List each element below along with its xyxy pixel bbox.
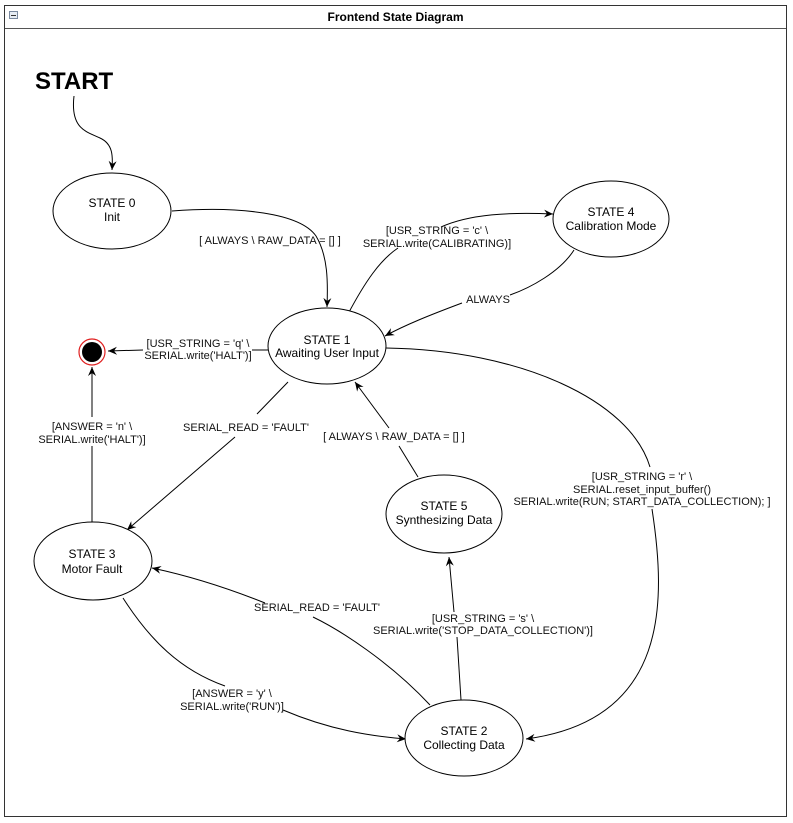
svg-text:[ ALWAYS \ RAW_DATA = [] ]: [ ALWAYS \ RAW_DATA = [] ]: [199, 235, 341, 247]
state-2-title: STATE 2: [441, 724, 488, 738]
edge-s3-to-s2: [122, 597, 406, 739]
start-label: START: [35, 68, 114, 95]
edge-label-s3-end: [ANSWER = 'n' \ SERIAL.write('HALT')]: [38, 421, 145, 446]
edge-s0-to-s1: [171, 209, 332, 308]
state-4-title: STATE 4: [588, 205, 635, 219]
edge-s2-to-s3: [152, 568, 431, 706]
state-3-name: Motor Fault: [62, 562, 123, 576]
svg-text:[USR_STRING = 'r' \: [USR_STRING = 'r' \: [592, 471, 693, 483]
svg-text:[ANSWER = 'n' \: [ANSWER = 'n' \: [52, 421, 133, 433]
svg-text:SERIAL.write(CALIBRATING)]: SERIAL.write(CALIBRATING)]: [363, 238, 511, 250]
state-3-title: STATE 3: [69, 547, 116, 561]
diagram-frame: Frontend State Diagram: [4, 5, 787, 817]
svg-text:SERIAL.write('STOP_DATA_COLLEC: SERIAL.write('STOP_DATA_COLLECTION')]: [373, 625, 593, 637]
state-0-title: STATE 0: [89, 196, 136, 210]
state-1[interactable]: STATE 1 Awaiting User Input: [267, 307, 387, 385]
final-state-dot: [82, 342, 102, 362]
state-1-name: Awaiting User Input: [275, 346, 380, 360]
edge-s1-to-s3: [127, 381, 289, 530]
svg-text:SERIAL_READ = 'FAULT': SERIAL_READ = 'FAULT': [183, 422, 309, 434]
edge-label-s4-s1: ALWAYS: [466, 294, 510, 306]
svg-text:[ ALWAYS \ RAW_DATA = [] ]: [ ALWAYS \ RAW_DATA = [] ]: [323, 431, 465, 443]
edge-label-s0-s1: [ ALWAYS \ RAW_DATA = [] ]: [199, 235, 341, 247]
svg-text:SERIAL_READ = 'FAULT': SERIAL_READ = 'FAULT': [254, 602, 380, 614]
edge-s1-to-end: [108, 350, 268, 351]
edge-label-s1-s2: [USR_STRING = 'r' \ SERIAL.reset_input_b…: [513, 471, 770, 508]
svg-text:[USR_STRING = 's' \: [USR_STRING = 's' \: [432, 613, 535, 625]
state-5-title: STATE 5: [421, 499, 468, 513]
diagram-titlebar: Frontend State Diagram: [5, 6, 786, 29]
minus-box-icon[interactable]: [9, 11, 18, 19]
edge-label-s1-end: [USR_STRING = 'q' \ SERIAL.write('HALT')…: [144, 338, 251, 362]
diagram-title: Frontend State Diagram: [327, 10, 464, 24]
edge-s2-to-s5: [449, 557, 462, 701]
state-4-name: Calibration Mode: [566, 219, 657, 233]
edge-label-s1-s4: [USR_STRING = 'c' \ SERIAL.write(CALIBRA…: [363, 225, 511, 250]
state-2-name: Collecting Data: [423, 738, 505, 752]
state-1-title: STATE 1: [304, 333, 351, 347]
edge-label-s3-s2: [ANSWER = 'y' \ SERIAL.write('RUN')]: [180, 688, 284, 713]
svg-text:SERIAL.reset_input_buffer(): SERIAL.reset_input_buffer(): [573, 484, 711, 496]
edge-label-s2-s3: SERIAL_READ = 'FAULT': [254, 602, 380, 614]
final-state[interactable]: [78, 338, 106, 366]
svg-text:[ANSWER = 'y' \: [ANSWER = 'y' \: [192, 688, 273, 700]
edge-s1-to-s2: [385, 347, 659, 739]
edge-label-s2-s5: [USR_STRING = 's' \ SERIAL.write('STOP_D…: [373, 613, 593, 637]
state-3[interactable]: STATE 3 Motor Fault: [33, 521, 153, 601]
svg-text:ALWAYS: ALWAYS: [466, 294, 510, 306]
state-5[interactable]: STATE 5 Synthesizing Data: [385, 474, 503, 554]
edge-start-to-s0: [72, 95, 117, 171]
edge-s4-to-s1: [385, 249, 575, 336]
svg-text:SERIAL.write(RUN; START_DATA_C: SERIAL.write(RUN; START_DATA_COLLECTION)…: [513, 496, 770, 508]
edge-s5-to-s1: [355, 382, 419, 478]
edge-label-s1-s3: SERIAL_READ = 'FAULT': [183, 422, 309, 434]
state-0[interactable]: STATE 0 Init: [52, 172, 172, 250]
svg-text:SERIAL.write('HALT')]: SERIAL.write('HALT')]: [38, 434, 145, 446]
svg-text:[USR_STRING = 'q' \: [USR_STRING = 'q' \: [147, 338, 251, 350]
svg-text:SERIAL.write('HALT')]: SERIAL.write('HALT')]: [144, 350, 251, 362]
state-0-name: Init: [104, 210, 121, 224]
state-5-name: Synthesizing Data: [396, 513, 493, 527]
edge-s1-to-s4: [347, 213, 553, 315]
state-4[interactable]: STATE 4 Calibration Mode: [552, 180, 670, 258]
edge-label-s5-s1: [ ALWAYS \ RAW_DATA = [] ]: [323, 431, 465, 443]
svg-text:[USR_STRING = 'c' \: [USR_STRING = 'c' \: [386, 225, 489, 237]
svg-text:SERIAL.write('RUN')]: SERIAL.write('RUN')]: [180, 701, 284, 713]
state-2[interactable]: STATE 2 Collecting Data: [404, 699, 524, 777]
